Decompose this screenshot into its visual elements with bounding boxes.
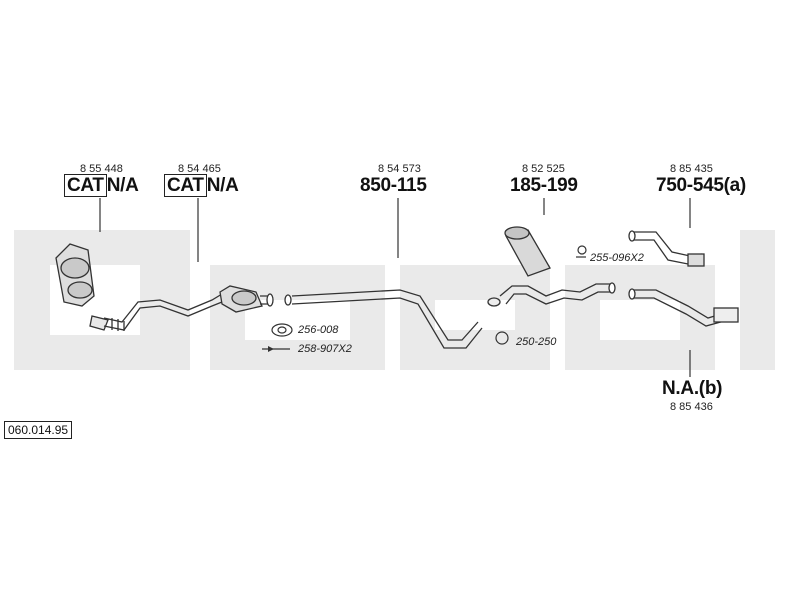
cat1-cat-box: CAT: [64, 174, 107, 197]
gasket-accessory: 256-008: [298, 324, 339, 336]
catalytic-converter-1: [55, 243, 109, 331]
middle-part-number: 8 54 573: [378, 163, 421, 175]
middle-pipe: [284, 289, 483, 349]
cat2-part-number: 8 54 465: [178, 163, 221, 175]
accessory-drawings: [271, 245, 587, 345]
leader-lines: [99, 198, 691, 377]
tailpipe-b: [628, 288, 739, 327]
tail-a-part-number: 8 85 435: [670, 163, 713, 175]
tail-a-code: 750-545(a): [656, 175, 746, 196]
cat2-cat-box: CAT: [164, 174, 207, 197]
tail-b-code: N.A.(b): [662, 378, 723, 399]
reference-number: 060.014.95: [4, 421, 73, 439]
middle-code: 850-115: [360, 175, 427, 196]
clamp-accessory: 258-907X2: [298, 343, 352, 355]
hanger-accessory: 255-096X2: [590, 252, 644, 264]
ring-accessory: 250-250: [516, 336, 557, 348]
cat2-suffix: N/A: [206, 175, 239, 196]
silencer-code: 185-199: [510, 175, 578, 196]
tail-b-part-number: 8 85 436: [670, 401, 713, 413]
silencer-part-number: 8 52 525: [522, 163, 565, 175]
cat1-suffix: N/A: [106, 175, 139, 196]
catalytic-converter-2: [219, 285, 274, 313]
clamp-arrow: [268, 346, 274, 352]
front-pipe: [103, 293, 223, 331]
cat1-part-number: 8 55 448: [80, 163, 123, 175]
rear-silencer: [487, 226, 616, 307]
tailpipe-a: [628, 230, 705, 267]
